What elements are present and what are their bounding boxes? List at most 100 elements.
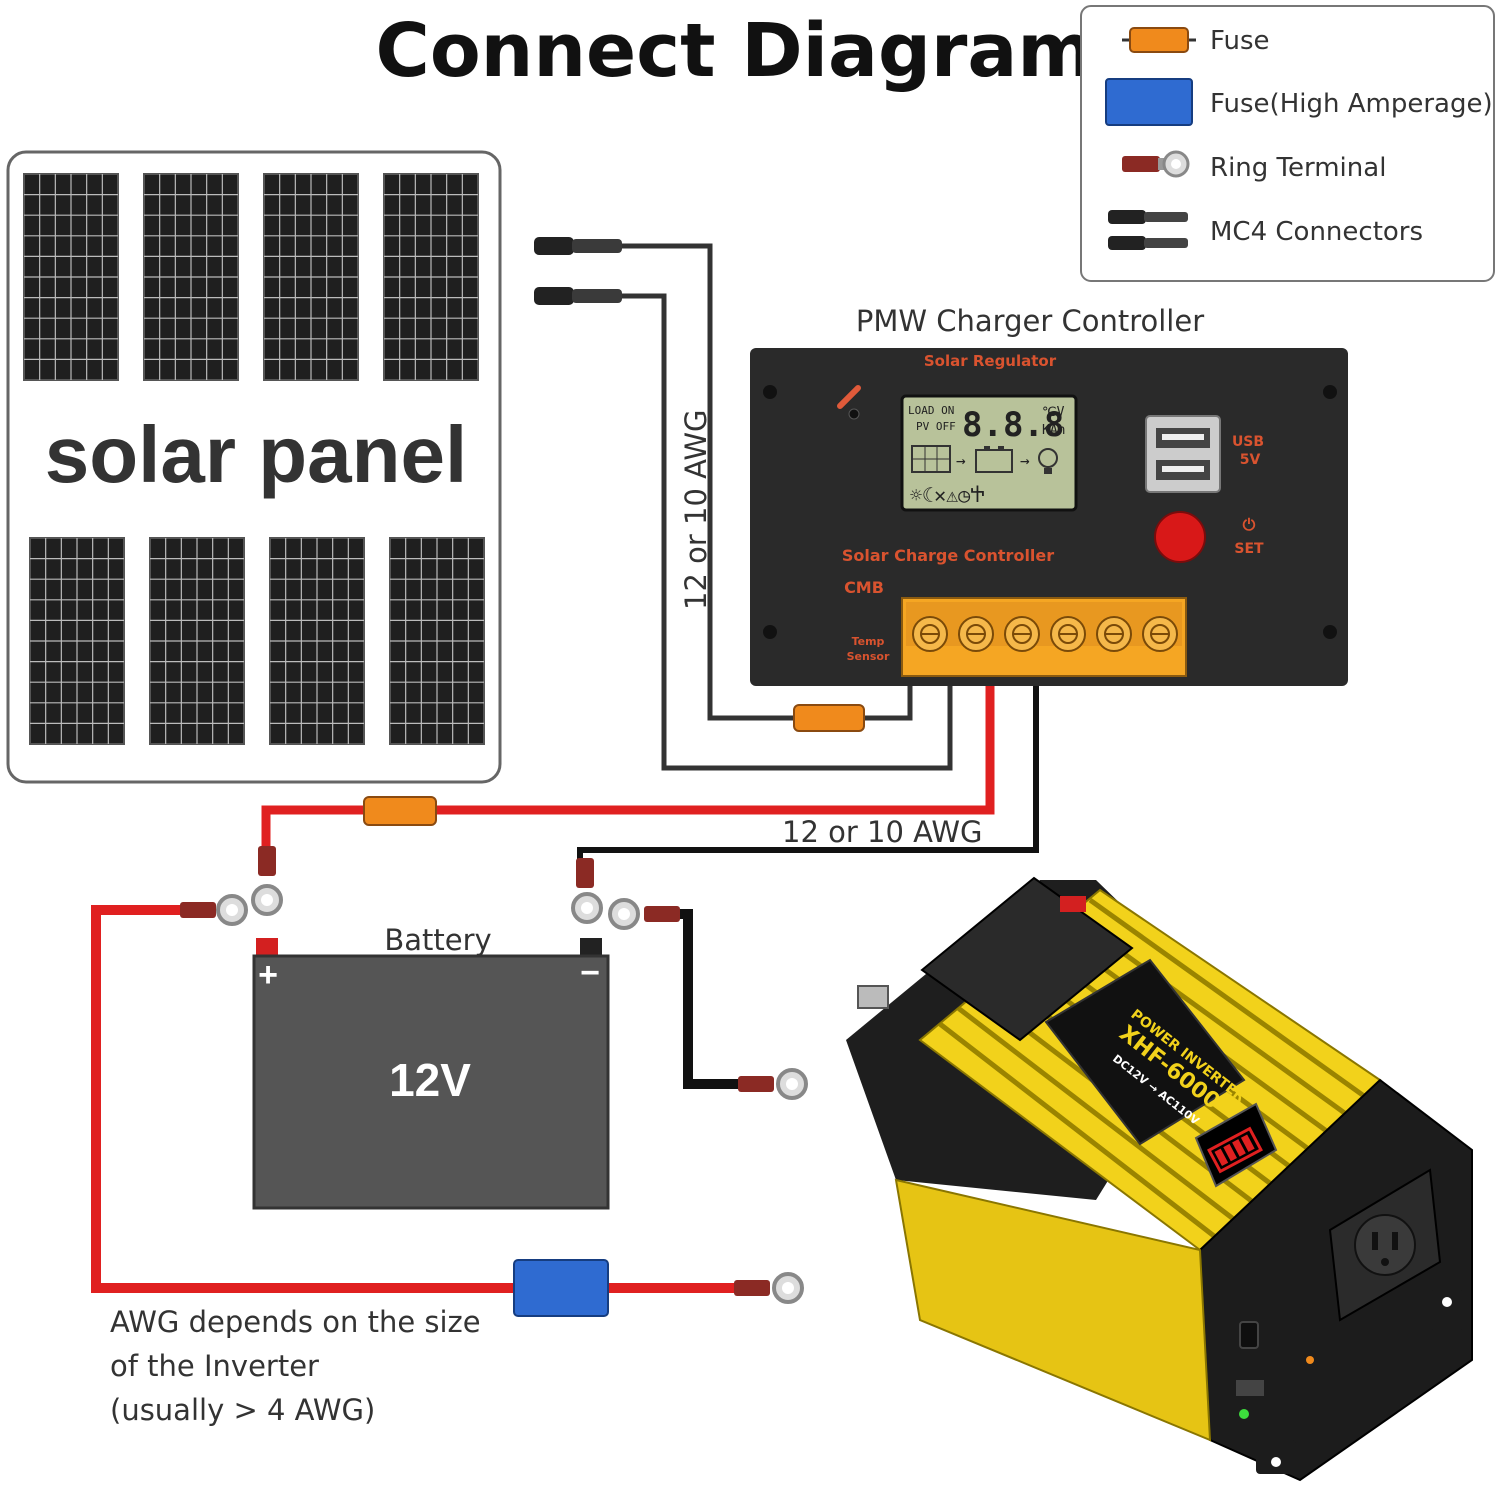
lcd-battery-icon: [975, 446, 1013, 473]
battery-label: Battery: [384, 923, 491, 957]
inverter-front-side: [894, 1178, 1212, 1442]
terminal-screw-icon: [1096, 616, 1132, 652]
solar-cell: [23, 173, 119, 381]
power-icon: ⏻: [1243, 515, 1256, 534]
wire-inverter-negative: [668, 909, 744, 1089]
controller-model: CMB: [844, 578, 884, 597]
inverter-dc-terminal: [857, 985, 889, 1009]
terminal-screw-icon: [958, 616, 994, 652]
solar-cell: [263, 173, 359, 381]
usb-port-icon: [1145, 415, 1221, 493]
thermometer-icon: [837, 385, 861, 420]
legend-label-fuse-high: Fuse(High Amperage): [1210, 89, 1493, 119]
lcd-digits: 8.8.8: [962, 405, 1064, 445]
solar-panel: solar panel: [6, 150, 502, 784]
fuse-high-amperage-inverter-icon: [513, 1259, 609, 1317]
controller-lcd: LOAD ON PV OFF 8.8.8 ℃V KAh → → ☼☾✕: [900, 394, 1078, 512]
mc4-connector-negative-icon: [534, 287, 622, 305]
inverter-fin: [957, 1006, 1235, 1221]
awg-label-horizontal: 12 or 10 AWG: [782, 815, 983, 849]
power-inverter: POWER INVERTER XHF-6000 DC12V → AC110V: [846, 876, 1473, 1482]
ring-terminal-inverter-negative-end-icon: [738, 1068, 808, 1100]
ring-terminal-inverter-positive-end-icon: [734, 1272, 804, 1304]
inverter-fin: [938, 1022, 1216, 1238]
inverter-led-icon: [1239, 1409, 1249, 1419]
legend-label-mc4: MC4 Connectors: [1210, 217, 1423, 247]
wire-pv-negative: [620, 293, 953, 771]
solar-cell: [383, 173, 479, 381]
awg-label-vertical: 12 or 10 AWG: [679, 409, 713, 610]
legend-label-ring: Ring Terminal: [1210, 153, 1386, 183]
lcd-panel-icon: [911, 445, 951, 473]
set-button[interactable]: [1154, 511, 1206, 563]
solar-cell: [29, 537, 125, 745]
mc4-connector-positive-icon: [534, 237, 622, 255]
fuse-high-amperage-icon: [1105, 78, 1193, 126]
solar-cells-top-row: [23, 173, 479, 381]
ring-terminal-inverter-negative-top-icon: [608, 898, 680, 930]
wire-pv-positive: [620, 243, 913, 721]
note-line-2: of the Inverter: [110, 1349, 319, 1383]
inverter-dc-red-cap: [1060, 896, 1086, 912]
battery: + − 12V: [252, 938, 610, 1210]
solar-cell: [269, 537, 365, 745]
lcd-arrow-icon: →: [956, 451, 966, 470]
legend-label-fuse: Fuse: [1210, 26, 1270, 56]
inverter-power-switch[interactable]: [1239, 1321, 1259, 1349]
solar-cells-bottom-row: [29, 537, 485, 745]
battery-minus-sign: −: [580, 954, 600, 992]
fuse-icon: [1122, 27, 1196, 53]
terminal-screw-icon: [1050, 616, 1086, 652]
set-label: SET: [1234, 541, 1264, 557]
fuse-battery-icon: [363, 796, 437, 826]
ring-terminal-icon: [1122, 150, 1190, 178]
ring-terminal-battery-positive-icon: [251, 846, 283, 916]
usb-label: USB: [1232, 434, 1264, 450]
solar-cell: [389, 537, 485, 745]
ac-outlet-icon: [1328, 1168, 1442, 1322]
solar-cell: [143, 173, 239, 381]
usb-voltage-label: 5V: [1240, 452, 1261, 468]
inverter-label-panel: [1044, 958, 1246, 1146]
battery-body: [252, 954, 610, 1210]
lcd-units-bottom: KAh: [1042, 423, 1065, 438]
legend: Fuse Fuse(High Amperage) Ring Terminal M…: [1080, 5, 1495, 282]
lcd-units-top: ℃V: [1042, 405, 1065, 420]
temp-sensor-label-2: Sensor: [847, 650, 890, 663]
fuse-pv-icon: [793, 704, 865, 732]
solar-panel-label: solar panel: [45, 410, 467, 499]
controller-brand-top: Solar Regulator: [924, 352, 1057, 370]
battery-plus-sign: +: [258, 956, 278, 994]
temp-sensor-label-1: Temp: [852, 635, 885, 648]
inverter-usb-port-icon: [1236, 1380, 1264, 1396]
lcd-load-on: LOAD ON: [908, 404, 954, 417]
terminal-block: [901, 597, 1187, 677]
terminal-screw-icon: [1004, 616, 1040, 652]
note-line-3: (usually > 4 AWG): [110, 1393, 375, 1427]
inverter-mount-tab-1: [1430, 1290, 1464, 1330]
mc4-connectors-icon: [1108, 210, 1188, 250]
battery-positive-post: [256, 938, 278, 958]
inverter-fin: [1088, 897, 1366, 1099]
lcd-pv-off: PV OFF: [916, 420, 956, 433]
wire-inverter-positive: [91, 905, 740, 1293]
inverter-led-orange-icon: [1306, 1356, 1314, 1364]
lcd-arrow-2-icon: →: [1020, 451, 1030, 470]
lcd-bulb-icon: [1038, 448, 1058, 474]
battery-negative-post: [580, 938, 602, 958]
inverter-handle: [920, 876, 1134, 1042]
note-line-1: AWG depends on the size: [110, 1305, 481, 1339]
wire-battery-positive: [261, 676, 995, 860]
ring-terminal-battery-negative-icon: [571, 858, 603, 924]
controller-brand-bottom: Solar Charge Controller: [842, 546, 1054, 565]
terminal-screw-icon: [912, 616, 948, 652]
controller-caption: PMW Charger Controller: [856, 304, 1204, 338]
solar-panel-frame: [6, 150, 502, 784]
ring-terminal-inverter-positive-icon: [180, 894, 248, 926]
lcd-status-icons: ☼☾✕⚠◷Ⴕ: [910, 483, 985, 507]
charge-controller: Solar Regulator LOAD ON PV OFF 8.8.8 ℃V …: [750, 348, 1348, 686]
page-title: Connect Diagram: [376, 8, 1095, 94]
terminal-screw-icon: [1142, 616, 1178, 652]
solar-cell: [149, 537, 245, 745]
